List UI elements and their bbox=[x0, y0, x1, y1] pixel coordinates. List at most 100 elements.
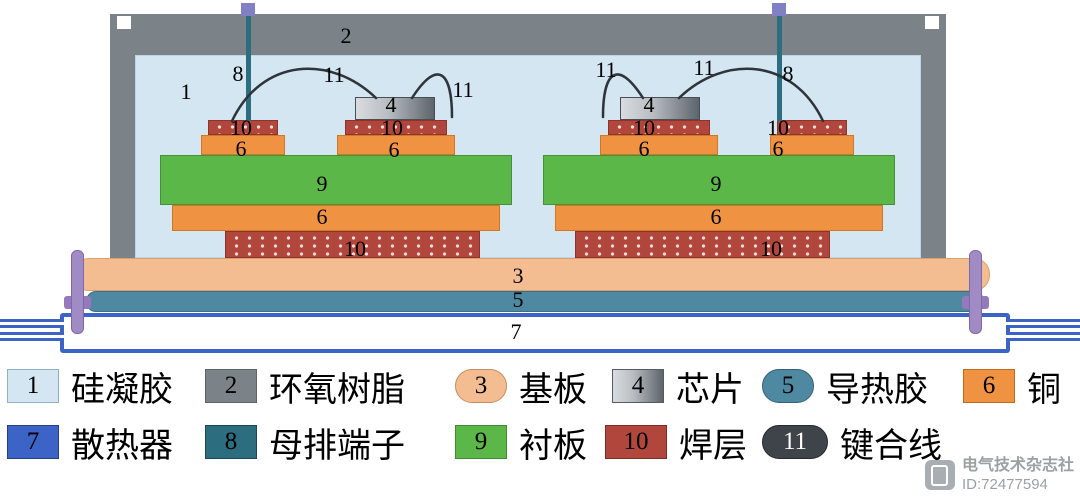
callout-copper-lower-left: 6 bbox=[316, 204, 328, 229]
legend-swatch-silicone-gel: 1 bbox=[7, 369, 59, 403]
callout-bondwire-4: 11 bbox=[693, 55, 715, 80]
legend-item-substrate: 9 衬板 bbox=[455, 422, 587, 465]
legend-item-silicone-gel: 1 硅凝胶 bbox=[7, 366, 173, 409]
legend-num: 9 bbox=[474, 428, 488, 455]
legend-item-copper: 6 铜 bbox=[963, 366, 1061, 409]
legend-label-thermal-glue: 导热胶 bbox=[826, 371, 928, 409]
bond-wire-right-2 bbox=[601, 73, 645, 119]
legend-swatch-substrate: 9 bbox=[455, 425, 507, 459]
copper-pad-left-2 bbox=[337, 135, 455, 155]
legend-label-baseplate: 基板 bbox=[519, 371, 587, 409]
epoxy-wall-right bbox=[921, 14, 946, 258]
callout-solder-top-3: 10 bbox=[633, 115, 655, 140]
callout-thermal-glue: 5 bbox=[512, 287, 524, 312]
copper-pad-right-1 bbox=[600, 135, 718, 155]
copper-lower-right bbox=[555, 205, 883, 231]
bond-wire-left-2 bbox=[410, 73, 454, 119]
solder-top-right-2 bbox=[777, 120, 847, 135]
heatsink-body bbox=[60, 313, 1010, 353]
bond-wire-left-1 bbox=[230, 67, 378, 123]
bolt-right bbox=[969, 250, 982, 334]
copper-lower-left bbox=[172, 205, 500, 231]
case-notch-left bbox=[117, 16, 131, 29]
publisher-logo-icon bbox=[924, 460, 955, 491]
callout-chip-left: 4 bbox=[385, 92, 397, 117]
callout-copper-lower-right: 6 bbox=[710, 204, 722, 229]
legend-swatch-bondwire: 11 bbox=[762, 425, 828, 459]
heatsink-pipe-right-lower bbox=[1006, 332, 1080, 341]
bond-wires-layer bbox=[230, 67, 825, 123]
callout-bondwire-2: 11 bbox=[452, 77, 474, 102]
chip-left bbox=[355, 97, 435, 120]
legend-item-heatsink: 7 散热器 bbox=[7, 422, 173, 465]
case-notch-right bbox=[925, 16, 939, 29]
legend-label-copper: 铜 bbox=[1027, 371, 1061, 409]
callout-baseplate: 3 bbox=[512, 263, 524, 288]
callout-copper-top-3: 6 bbox=[638, 136, 650, 161]
legend-num: 8 bbox=[224, 428, 238, 455]
callout-bondwire-1: 11 bbox=[323, 62, 345, 87]
solder-lower-right bbox=[575, 231, 830, 258]
legend-label-busbar: 母排端子 bbox=[269, 427, 405, 465]
solder-top-right-1 bbox=[608, 120, 710, 135]
callout-copper-top-2: 6 bbox=[388, 137, 400, 162]
legend-swatch-busbar: 8 bbox=[205, 425, 257, 459]
callout-chip-right: 4 bbox=[643, 92, 655, 117]
legend-item-chip: 4 芯片 bbox=[612, 366, 744, 409]
busbar-terminal-left bbox=[246, 14, 251, 121]
legend-swatch-heatsink: 7 bbox=[7, 425, 59, 459]
callout-heatsink: 7 bbox=[510, 319, 522, 344]
solder-top-left-1 bbox=[208, 120, 278, 135]
callout-solder-top-4: 10 bbox=[767, 115, 789, 140]
legend-num: 3 bbox=[474, 372, 488, 399]
callout-busbar-left: 8 bbox=[232, 61, 244, 86]
solder-top-left-2 bbox=[345, 120, 447, 135]
legend-num: 2 bbox=[224, 372, 238, 399]
watermark: 电气技术杂志社 ID:72477594 bbox=[924, 457, 1074, 493]
callout-copper-top-1: 6 bbox=[235, 136, 247, 161]
callout-solder-lower-right: 10 bbox=[760, 236, 782, 261]
legend-item-epoxy: 2 环氧树脂 bbox=[205, 366, 405, 409]
callout-substrate-right: 9 bbox=[710, 171, 722, 196]
legend-label-solder: 焊层 bbox=[679, 427, 747, 465]
callout-solder-top-1: 10 bbox=[230, 115, 252, 140]
legend-swatch-thermal-glue: 5 bbox=[762, 369, 814, 403]
legend-num: 1 bbox=[26, 372, 40, 399]
terminal-tab-right bbox=[772, 3, 786, 16]
legend-label-heatsink: 散热器 bbox=[71, 427, 173, 465]
callout-busbar-right: 8 bbox=[782, 61, 794, 86]
busbar-terminal-right bbox=[777, 14, 782, 121]
legend-swatch-chip: 4 bbox=[612, 369, 664, 403]
epoxy-wall-left bbox=[110, 14, 135, 258]
chip-right bbox=[620, 97, 700, 120]
legend-item-bondwire: 11 键合线 bbox=[762, 422, 942, 465]
callout-copper-top-4: 6 bbox=[772, 136, 784, 161]
legend-item-baseplate: 3 基板 bbox=[455, 366, 587, 409]
bolt-left bbox=[71, 250, 84, 334]
watermark-text: 电气技术杂志社 ID:72477594 bbox=[962, 457, 1074, 493]
callout-solder-lower-left: 10 bbox=[344, 236, 366, 261]
legend-num: 7 bbox=[26, 428, 40, 455]
heatsink-pipe-left-lower bbox=[0, 332, 64, 341]
legend-num: 10 bbox=[623, 428, 649, 455]
watermark-publisher: 电气技术杂志社 bbox=[961, 457, 1074, 475]
watermark-id: ID:72477594 bbox=[961, 475, 1048, 493]
legend-swatch-solder: 10 bbox=[605, 425, 667, 459]
bond-wire-right-1 bbox=[677, 67, 825, 123]
legend-swatch-copper: 6 bbox=[963, 369, 1015, 403]
legend-swatch-epoxy: 2 bbox=[205, 369, 257, 403]
legend-item-busbar: 8 母排端子 bbox=[205, 422, 405, 465]
callout-substrate-left: 9 bbox=[316, 171, 328, 196]
substrate-left bbox=[160, 155, 512, 205]
legend-num: 4 bbox=[631, 372, 645, 399]
legend-item-solder: 10 焊层 bbox=[605, 422, 747, 465]
baseplate bbox=[73, 258, 990, 291]
legend-label-bondwire: 键合线 bbox=[840, 427, 942, 465]
legend-num: 5 bbox=[781, 372, 795, 399]
heatsink-pipe-right-upper bbox=[1006, 319, 1080, 328]
copper-pad-right-2 bbox=[770, 135, 854, 155]
heatsink-pipe-left-upper bbox=[0, 319, 64, 328]
callout-solder-top-2: 10 bbox=[381, 115, 403, 140]
substrate-right bbox=[543, 155, 895, 205]
